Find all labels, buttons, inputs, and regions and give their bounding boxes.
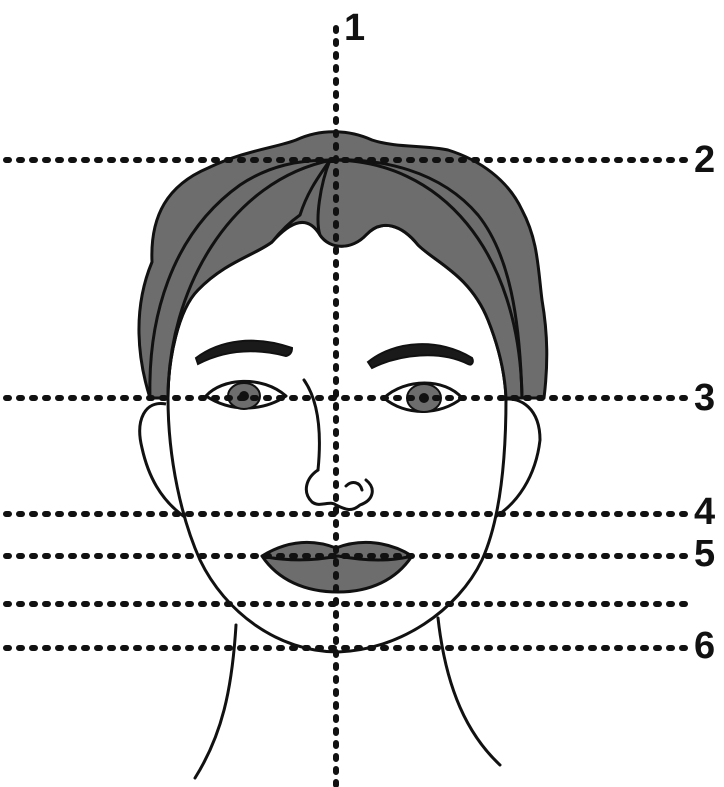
label-4: 4 [694,491,715,533]
label-2: 2 [694,139,715,181]
label-5: 5 [694,533,715,575]
label-3: 3 [694,377,715,419]
neck-right [438,618,500,765]
label-6: 6 [694,625,715,667]
label-1: 1 [344,7,365,49]
